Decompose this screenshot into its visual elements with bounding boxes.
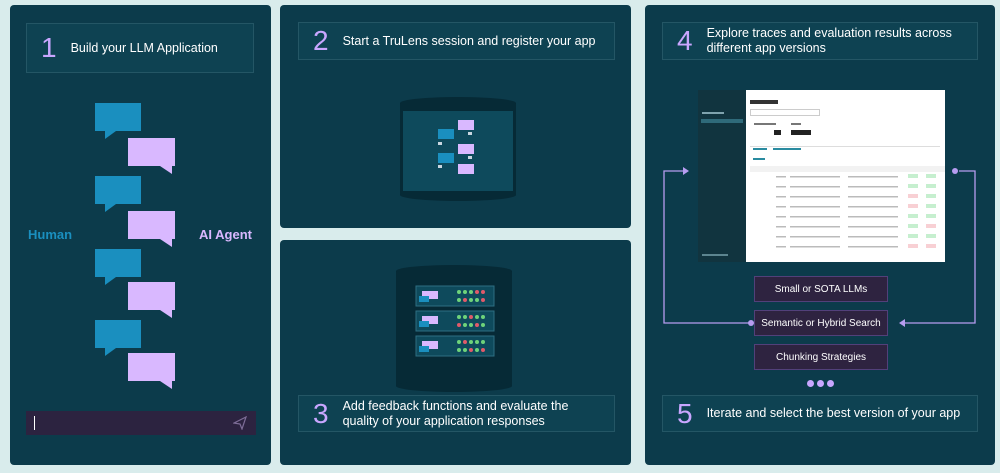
step-text: Add feedback functions and evaluate the … — [342, 398, 569, 428]
chat-bubbles-illustration — [95, 103, 175, 389]
variant-small-or-sota-llms: Small or SOTA LLMs — [754, 276, 888, 302]
send-icon[interactable] — [233, 416, 247, 430]
step-text: Explore traces and evaluation results ac… — [706, 26, 952, 55]
ai-agent-label: AI Agent — [199, 227, 252, 242]
dashboard-thumbnail — [698, 90, 945, 262]
step-3-box: 3 Add feedback functions and evaluate th… — [298, 395, 615, 432]
step-number: 5 — [677, 397, 693, 429]
step-2-box: 2 Start a TruLens session and register y… — [298, 22, 615, 60]
iteration-arrows — [663, 167, 976, 327]
step-number: 1 — [41, 32, 57, 63]
step-text: Build your LLM Application — [70, 40, 218, 55]
step-5-box: 5 Iterate and select the best version of… — [662, 395, 978, 432]
ellipsis-dot — [807, 380, 814, 387]
step-4-box: 4 Explore traces and evaluation results … — [662, 22, 978, 60]
text-cursor — [34, 416, 35, 430]
chat-input[interactable] — [26, 411, 256, 435]
ellipsis-dot — [817, 380, 824, 387]
step-text: Iterate and select the best version of y… — [706, 406, 961, 420]
server-rack-icon — [396, 265, 512, 392]
step-1-box: 1 Build your LLM Application — [26, 23, 254, 73]
variant-semantic-or-hybrid-search: Semantic or Hybrid Search — [754, 310, 888, 336]
panel-build-app — [10, 5, 271, 465]
dashboard-table — [750, 166, 945, 248]
human-label: Human — [28, 227, 73, 242]
ellipsis-dot — [827, 380, 834, 387]
step-number: 4 — [677, 25, 693, 56]
step-number: 3 — [313, 397, 329, 429]
database-icon — [400, 97, 516, 201]
step-text: Start a TruLens session and register you… — [342, 33, 596, 48]
step-number: 2 — [313, 25, 329, 56]
variant-chunking-strategies: Chunking Strategies — [754, 344, 888, 370]
dashboard-sidebar — [698, 90, 746, 262]
